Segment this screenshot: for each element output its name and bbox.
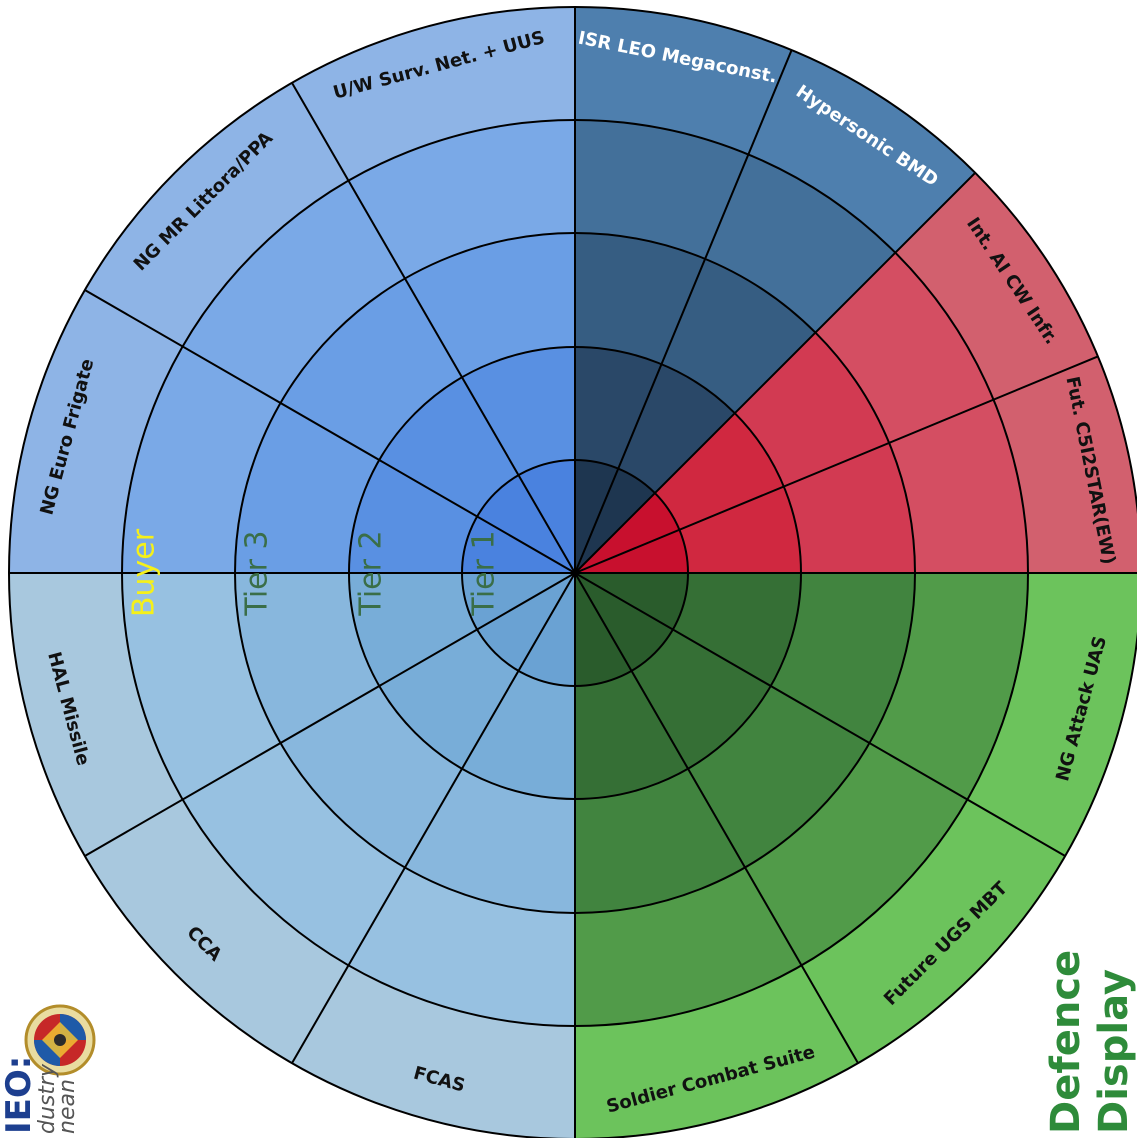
sector-hal-ring-3 <box>235 573 380 743</box>
sector-soldier-ring-1 <box>575 573 632 686</box>
sector-cca-ring-3 <box>280 686 462 868</box>
sector-intai-ring-3 <box>734 332 890 487</box>
sector-hyper-ring-4 <box>705 154 896 333</box>
left-branding-line2: nean <box>55 1079 80 1134</box>
sector-soldier-ring-4 <box>575 867 802 1026</box>
right-branding-line1: Defence <box>1043 950 1089 1134</box>
sector-fut-ring-3 <box>783 442 915 573</box>
sector-ugs-ring-4 <box>745 743 968 966</box>
sector-ngattack-ring-5 <box>967 573 1137 856</box>
left-branding-line1: dustry <box>35 1063 60 1134</box>
sector-fcas-ring-3 <box>405 768 575 913</box>
sector-soldier-ring-5 <box>575 965 858 1138</box>
sector-fut-ring-5 <box>993 356 1137 573</box>
tier-label-4: Buyer <box>127 528 162 617</box>
tier-label-3: Tier 3 <box>240 530 275 616</box>
tier-label-1: Tier 1 <box>467 530 502 616</box>
spoke-cca <box>291 572 576 1064</box>
emblem-logo <box>24 1004 96 1076</box>
tier-label-2: Tier 2 <box>354 530 389 616</box>
sector-frigate-ring-2 <box>349 460 478 573</box>
sector-cca-ring-1 <box>477 573 575 671</box>
spoke-hyper <box>574 49 793 574</box>
sector-uw-ring-3 <box>405 233 575 378</box>
spoke-soldier <box>574 572 859 1064</box>
sector-fut-ring-2 <box>679 486 801 573</box>
sector-littoral-ring-5 <box>84 82 349 347</box>
sector-intai-ring-4 <box>815 252 994 443</box>
tier-labels: Tier 1 Tier 2 Tier 3 Buyer <box>127 528 502 617</box>
sector-isr-ring-2 <box>575 347 662 469</box>
sector-hyper-ring-5 <box>748 50 976 253</box>
sector-hyper-ring-2 <box>618 364 735 494</box>
sector-hal-ring-2 <box>349 573 478 686</box>
sector-soldier-ring-2 <box>575 670 688 799</box>
sector-frigate-ring-4 <box>122 346 281 573</box>
spoke-hal <box>84 572 576 857</box>
sector-ngattack-ring-4 <box>869 573 1028 800</box>
sector-cca-ring-5 <box>84 799 349 1064</box>
sector-littoral-ring-1 <box>477 475 575 573</box>
sector-isr-ring-4 <box>575 120 749 259</box>
sector-intai-ring-1 <box>575 493 680 573</box>
spoke-uw <box>291 82 576 574</box>
sector-hyper-ring-1 <box>575 468 655 573</box>
sector-isr-ring-3 <box>575 233 706 365</box>
sector-soldier-ring-3 <box>575 768 745 913</box>
sector-cca-ring-4 <box>182 743 405 966</box>
spoke-littoral <box>84 289 576 574</box>
sector-fcas-ring-4 <box>348 867 575 1026</box>
sector-uw-ring-4 <box>348 120 575 279</box>
sector-ngattack-ring-2 <box>672 573 801 686</box>
sector-hal-ring-4 <box>122 573 281 800</box>
sector-hal-ring-1 <box>462 573 575 630</box>
left-branding: IEO: dustry nean <box>0 1056 80 1134</box>
sector-isr-ring-5 <box>575 7 792 155</box>
sector-frigate-ring-1 <box>462 516 575 573</box>
sector-ngattack-ring-1 <box>575 573 688 630</box>
sector-ugs-ring-1 <box>575 573 673 671</box>
left-branding-title: IEO: <box>0 1056 39 1134</box>
sector-ugs-ring-2 <box>631 629 771 769</box>
sector-spokes <box>9 7 1137 1138</box>
sector-ugs-ring-3 <box>688 686 870 868</box>
spoke-fut <box>574 355 1099 574</box>
right-branding-line2: Display <box>1091 969 1137 1134</box>
wheel-sectors <box>9 7 1137 1138</box>
sector-ngattack-ring-3 <box>770 573 915 743</box>
sector-intai-ring-2 <box>654 413 784 530</box>
sector-frigate-ring-5 <box>9 290 183 573</box>
sector-fcas-ring-5 <box>292 965 575 1138</box>
sector-hal-ring-5 <box>9 573 183 856</box>
sector-cca-ring-2 <box>379 629 519 769</box>
sector-uw-ring-1 <box>518 460 575 573</box>
sector-littoral-ring-4 <box>182 180 405 403</box>
sector-fut-ring-4 <box>889 399 1028 573</box>
sector-uw-ring-2 <box>462 347 575 476</box>
sector-littoral-ring-2 <box>379 377 519 517</box>
sector-intai-ring-5 <box>895 172 1098 400</box>
sector-ugs-ring-5 <box>801 799 1066 1064</box>
sector-uw-ring-5 <box>292 7 575 181</box>
spoke-intai <box>574 172 976 574</box>
sector-fcas-ring-1 <box>518 573 575 686</box>
sector-hyper-ring-3 <box>661 258 816 414</box>
sector-littoral-ring-3 <box>280 278 462 460</box>
right-branding: Defence Display <box>1043 950 1137 1134</box>
spoke-ugs <box>574 572 1066 857</box>
sector-fcas-ring-2 <box>462 670 575 799</box>
sector-frigate-ring-3 <box>235 403 380 573</box>
